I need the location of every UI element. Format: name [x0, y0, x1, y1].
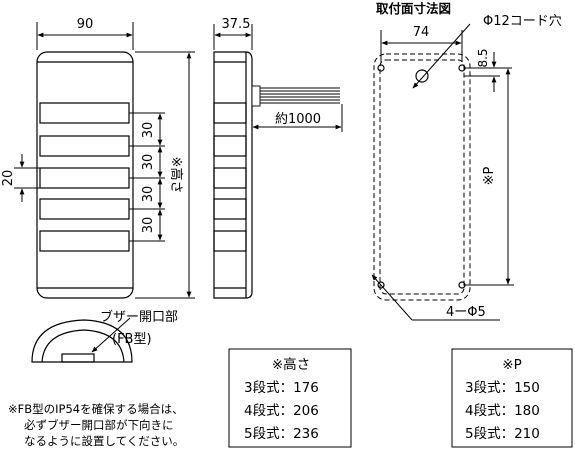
hole-offset-dimension [464, 52, 512, 92]
front-view [36, 51, 134, 299]
p-table-title: ※P [502, 357, 521, 373]
pitch-label-4: 30 [141, 217, 156, 234]
front-window-4 [39, 198, 130, 220]
front-height-label: ※高さ [168, 157, 184, 194]
front-window-2 [39, 135, 130, 157]
height-row-1: 3段式：176 [244, 380, 319, 396]
cable-length-dimension [251, 104, 343, 132]
note-line-1: ※FB型のIP54を確保する場合は、 [8, 402, 184, 416]
height-table-title: ※高さ [272, 356, 310, 373]
front-window-5 [39, 230, 130, 252]
buzzer-view [31, 319, 133, 363]
front-width-dimension [36, 22, 134, 50]
pitch-dimensions [129, 112, 165, 242]
p-dimension-label: ※P [482, 166, 497, 185]
note-line-2: 必ずブザー開口部が下向きに [24, 418, 174, 432]
side-view [213, 51, 253, 299]
screw-holes [377, 64, 466, 289]
buzzer-label: ブザー開口部 [100, 309, 178, 325]
p-row-3: 5段式：210 [465, 426, 540, 442]
buzzer-type: (FB型) [112, 332, 152, 347]
hole-offset-label: 8.5 [476, 48, 490, 67]
mounting-outline [373, 53, 471, 301]
screw-holes-label: 4ーΦ5 [446, 305, 486, 320]
front-width-label: 90 [77, 17, 94, 32]
mounting-width-dimension [380, 30, 463, 62]
height-row-2: 4段式：206 [244, 403, 319, 419]
p-row-1: 3段式：150 [465, 380, 540, 396]
pitch-label-2: 30 [141, 154, 156, 171]
side-depth-label: 37.5 [222, 17, 251, 32]
buzzer-opening [61, 353, 95, 363]
front-height-dimension [135, 51, 195, 299]
cord-hole-label: Φ12コード穴 [483, 14, 562, 29]
cord-hole [415, 69, 429, 83]
height-table [228, 348, 352, 448]
pitch-label-1: 30 [141, 122, 156, 139]
pitch-label-3: 30 [141, 186, 156, 203]
front-window-3 [39, 167, 130, 189]
p-row-2: 4段式：180 [465, 403, 540, 419]
cable-length-label: 約1000 [275, 112, 321, 127]
window-height-dimension [14, 154, 40, 202]
window-height-label: 20 [1, 170, 16, 187]
cable [251, 85, 340, 107]
side-depth-dimension [213, 24, 253, 50]
mounting-title: 取付面寸法図 [376, 1, 451, 16]
height-row-3: 5段式：236 [244, 426, 319, 442]
mounting-width-label: 74 [413, 25, 430, 40]
side-body-outline [213, 51, 253, 299]
p-table [451, 348, 573, 448]
note-line-3: なるように設置してください。 [24, 434, 184, 448]
p-dimension [464, 68, 514, 286]
front-body-outline [36, 51, 134, 299]
front-window-1 [39, 102, 130, 124]
